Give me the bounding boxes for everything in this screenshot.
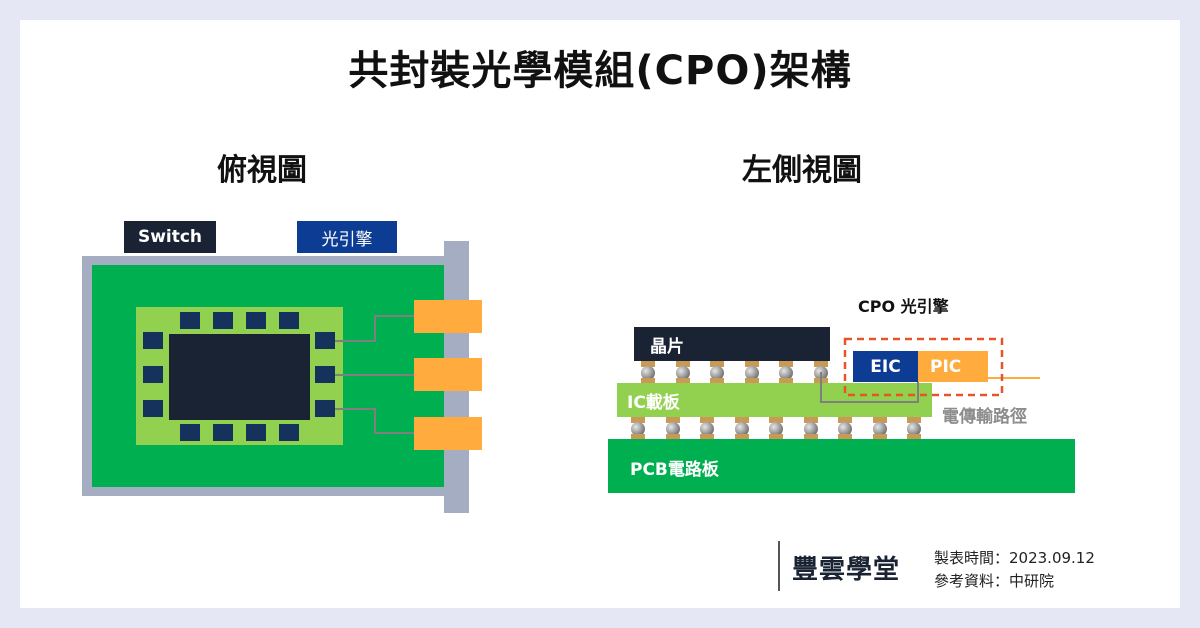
engine-chiplet — [180, 312, 200, 329]
solder-pad — [631, 434, 645, 440]
engine-chiplet — [180, 424, 200, 441]
solder-bump — [641, 366, 655, 380]
solder-pad — [814, 361, 828, 367]
solder-bump — [907, 422, 921, 436]
solder-pad — [735, 417, 749, 423]
optical-port — [414, 417, 482, 450]
solder-bump — [873, 422, 887, 436]
source-line: 參考資料：中研院 — [934, 572, 1055, 590]
solder-pad — [804, 434, 818, 440]
solder-pad — [641, 378, 655, 384]
top-switch-die — [169, 334, 310, 420]
engine-chiplet — [143, 400, 163, 417]
engine-chiplet — [246, 312, 266, 329]
optical-port — [414, 300, 482, 333]
solder-bump — [804, 422, 818, 436]
solder-pad — [631, 417, 645, 423]
solder-pad — [907, 434, 921, 440]
solder-pad — [804, 417, 818, 423]
switch-label: Switch — [124, 221, 216, 253]
solder-pad — [676, 361, 690, 367]
solder-pad — [676, 378, 690, 384]
solder-pad — [641, 361, 655, 367]
solder-pad — [666, 434, 680, 440]
optical-port — [414, 358, 482, 391]
solder-bump — [710, 366, 724, 380]
solder-bump — [779, 366, 793, 380]
solder-pad — [735, 434, 749, 440]
solder-bump — [666, 422, 680, 436]
die-block: 晶片 — [634, 327, 830, 361]
solder-pad — [838, 417, 852, 423]
pic-block: PIC — [918, 351, 988, 382]
solder-pad — [769, 434, 783, 440]
brand-logo: 豐雲學堂 — [792, 555, 901, 585]
solder-pad — [745, 378, 759, 384]
solder-pad — [907, 417, 921, 423]
solder-pad — [710, 378, 724, 384]
engine-chiplet — [246, 424, 266, 441]
footer-divider — [778, 541, 780, 591]
engine-chiplet — [213, 312, 233, 329]
engine-chiplet — [279, 424, 299, 441]
eic-block: EIC — [853, 351, 918, 382]
solder-pad — [779, 361, 793, 367]
ic-substrate: IC載板 — [617, 383, 932, 417]
engine-chiplet — [315, 366, 335, 383]
solder-bump — [631, 422, 645, 436]
pcb-board: PCB電路板 — [608, 439, 1075, 493]
engine-label: 光引擎 — [297, 221, 397, 253]
solder-bump — [769, 422, 783, 436]
solder-pad — [745, 361, 759, 367]
page-title: 共封裝光學模組(CPO)架構 — [348, 48, 852, 94]
engine-chiplet — [213, 424, 233, 441]
engine-chiplet — [143, 366, 163, 383]
top-view-heading: 俯視圖 — [217, 153, 307, 188]
solder-bump — [735, 422, 749, 436]
solder-pad — [779, 378, 793, 384]
solder-pad — [666, 417, 680, 423]
solder-pad — [873, 434, 887, 440]
engine-chiplet — [315, 400, 335, 417]
side-view-heading: 左側視圖 — [742, 153, 862, 188]
engine-chiplet — [279, 312, 299, 329]
solder-pad — [700, 417, 714, 423]
cpo-engine-label: CPO 光引擎 — [858, 297, 949, 316]
solder-bump — [676, 366, 690, 380]
date-line: 製表時間：2023.09.12 — [934, 549, 1095, 567]
engine-chiplet — [315, 332, 335, 349]
engine-chiplet — [143, 332, 163, 349]
electrical-path-label: 電傳輸路徑 — [942, 407, 1027, 427]
solder-pad — [873, 417, 887, 423]
solder-pad — [700, 434, 714, 440]
solder-bump — [700, 422, 714, 436]
solder-pad — [769, 417, 783, 423]
solder-pad — [710, 361, 724, 367]
solder-bump — [745, 366, 759, 380]
solder-bump — [838, 422, 852, 436]
solder-pad — [838, 434, 852, 440]
